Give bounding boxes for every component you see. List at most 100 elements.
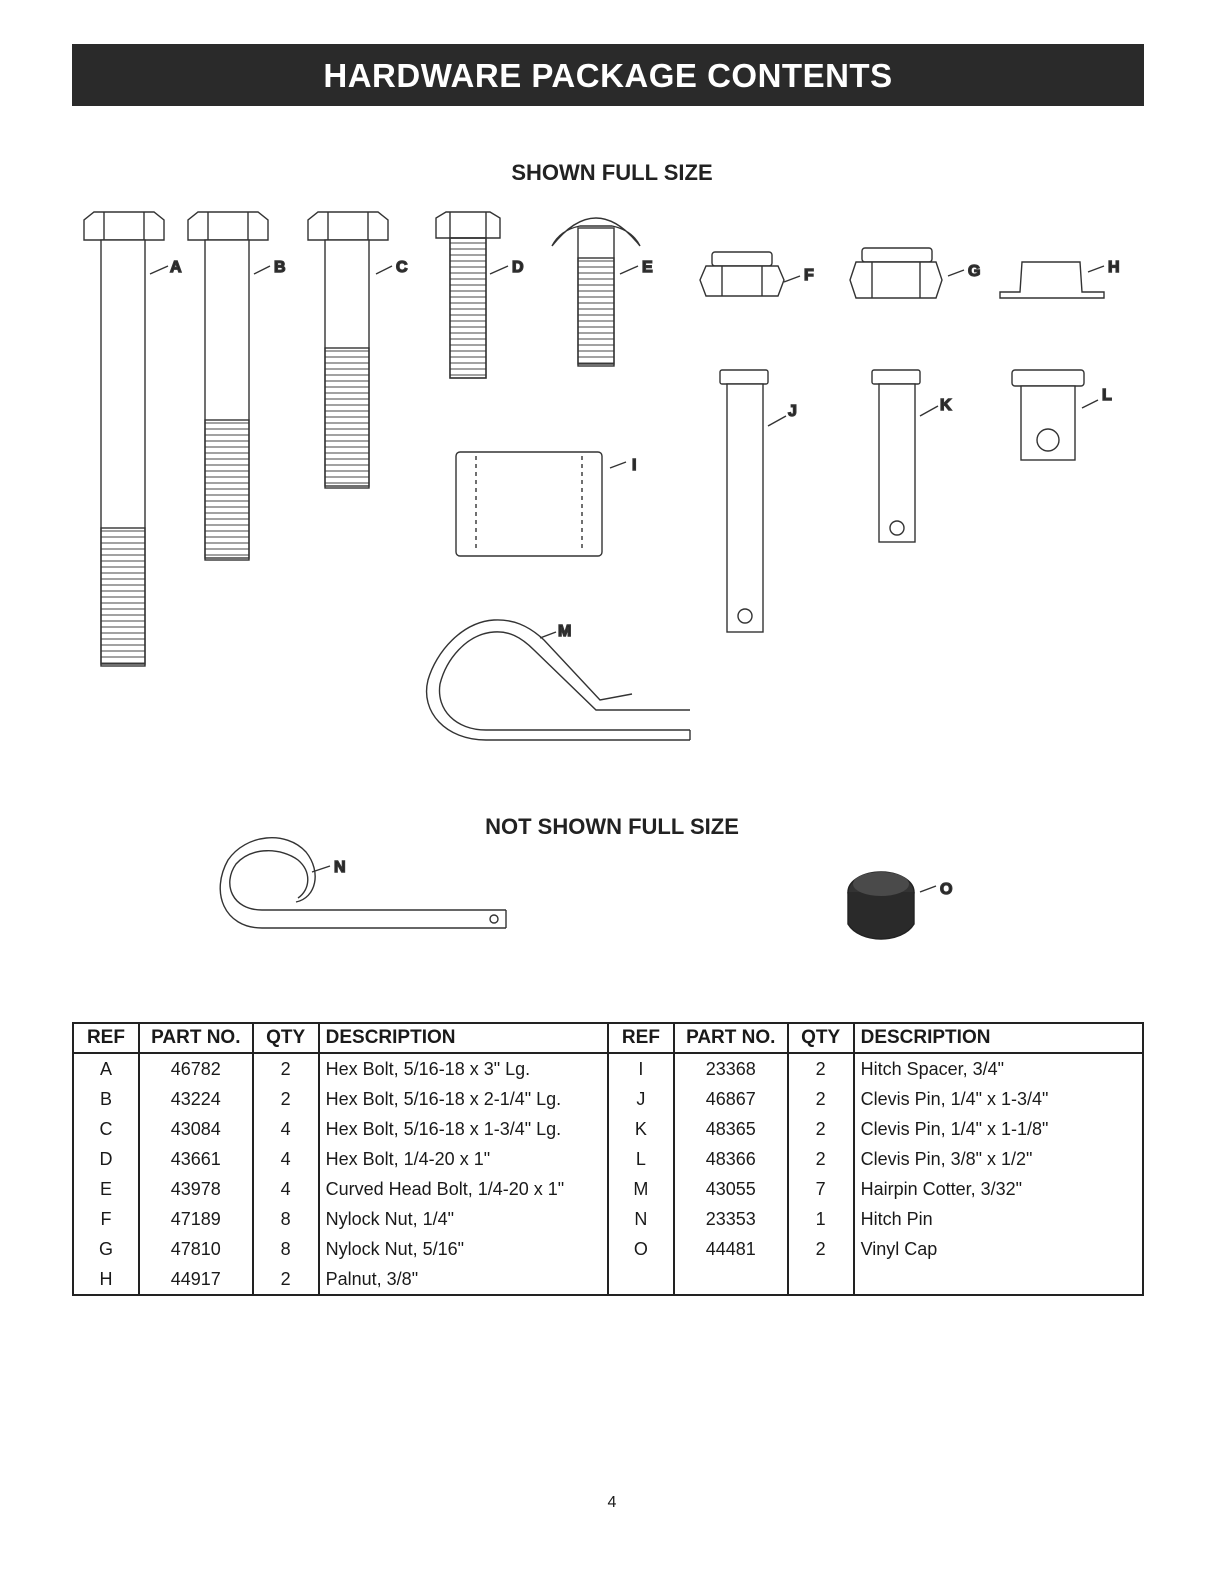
nylock-nut-f-drawing bbox=[699, 251, 801, 297]
part-no-cell: 23368 bbox=[672, 1053, 789, 1084]
ref-cell: N bbox=[606, 1204, 675, 1234]
clevis-pin-l-drawing bbox=[1011, 369, 1099, 461]
hex-bolt-d-drawing bbox=[435, 211, 509, 379]
table-row: G 47810 8 Nylock Nut, 5/16" O 44481 2 Vi… bbox=[72, 1234, 1145, 1264]
ref-cell: L bbox=[606, 1144, 675, 1174]
qty-cell bbox=[786, 1264, 855, 1295]
qty-cell: 2 bbox=[786, 1144, 855, 1174]
description-cell: Hitch Pin bbox=[852, 1204, 1145, 1234]
clevis-pin-j-drawing bbox=[719, 369, 787, 633]
table-row: F 47189 8 Nylock Nut, 1/4" N 23353 1 Hit… bbox=[72, 1204, 1145, 1234]
header-qty: QTY bbox=[251, 1022, 320, 1054]
description-cell: Nylock Nut, 1/4" bbox=[317, 1204, 609, 1234]
table-row: C 43084 4 Hex Bolt, 5/16-18 x 1-3/4" Lg.… bbox=[72, 1114, 1145, 1144]
callout-k: K bbox=[940, 397, 952, 414]
qty-cell: 7 bbox=[786, 1174, 855, 1204]
ref-cell: H bbox=[72, 1264, 140, 1295]
description-cell: Clevis Pin, 1/4" x 1-1/8" bbox=[852, 1114, 1145, 1144]
description-cell: Hitch Spacer, 3/4" bbox=[852, 1053, 1145, 1084]
header-qty: QTY bbox=[786, 1022, 855, 1054]
qty-cell: 8 bbox=[251, 1234, 320, 1264]
description-cell: Hex Bolt, 1/4-20 x 1" bbox=[317, 1144, 609, 1174]
callout-h: H bbox=[1108, 259, 1120, 276]
ref-cell: D bbox=[72, 1144, 140, 1174]
table-header-row: REF PART NO. QTY DESCRIPTION REF PART NO… bbox=[72, 1022, 1145, 1054]
qty-cell: 4 bbox=[251, 1174, 320, 1204]
hex-bolt-c-drawing bbox=[307, 211, 393, 489]
part-no-cell: 47189 bbox=[137, 1204, 254, 1234]
description-cell: Clevis Pin, 1/4" x 1-3/4" bbox=[852, 1084, 1145, 1114]
hitch-spacer-i-drawing bbox=[455, 451, 627, 557]
description-cell: Hex Bolt, 5/16-18 x 1-3/4" Lg. bbox=[317, 1114, 609, 1144]
part-no-cell: 46782 bbox=[137, 1053, 254, 1084]
callout-j: J bbox=[788, 403, 797, 420]
table-row: H 44917 2 Palnut, 3/8" bbox=[72, 1264, 1145, 1295]
description-cell: Hex Bolt, 5/16-18 x 3" Lg. bbox=[317, 1053, 609, 1084]
ref-cell: K bbox=[606, 1114, 675, 1144]
table-row: A 46782 2 Hex Bolt, 5/16-18 x 3" Lg. I 2… bbox=[72, 1053, 1145, 1084]
description-cell: Hex Bolt, 5/16-18 x 2-1/4" Lg. bbox=[317, 1084, 609, 1114]
callout-b: B bbox=[274, 259, 286, 276]
description-cell: Hairpin Cotter, 3/32" bbox=[852, 1174, 1145, 1204]
not-shown-full-size-heading: NOT SHOWN FULL SIZE bbox=[485, 814, 739, 839]
vinyl-cap-o-drawing bbox=[847, 871, 937, 940]
page-title: HARDWARE PACKAGE CONTENTS bbox=[72, 44, 1144, 106]
ref-cell: O bbox=[606, 1234, 675, 1264]
part-no-cell: 47810 bbox=[137, 1234, 254, 1264]
part-no-cell bbox=[672, 1264, 789, 1295]
callout-o: O bbox=[940, 881, 952, 898]
palnut-h-drawing bbox=[999, 261, 1105, 299]
part-no-cell: 46867 bbox=[672, 1084, 789, 1114]
part-no-cell: 48365 bbox=[672, 1114, 789, 1144]
description-cell: Clevis Pin, 3/8" x 1/2" bbox=[852, 1144, 1145, 1174]
ref-cell: A bbox=[72, 1053, 140, 1084]
part-no-cell: 44481 bbox=[672, 1234, 789, 1264]
page-number: 4 bbox=[607, 1494, 617, 1511]
qty-cell: 8 bbox=[251, 1204, 320, 1234]
callout-m: M bbox=[558, 623, 571, 640]
callout-n: N bbox=[334, 859, 346, 876]
shown-full-size-heading: SHOWN FULL SIZE bbox=[511, 160, 713, 185]
hex-bolt-b-drawing bbox=[187, 211, 271, 561]
ref-cell: M bbox=[606, 1174, 675, 1204]
callout-a: A bbox=[170, 259, 182, 276]
ref-cell: E bbox=[72, 1174, 140, 1204]
callout-l: L bbox=[1102, 387, 1112, 404]
part-no-cell: 43224 bbox=[137, 1084, 254, 1114]
ref-cell: G bbox=[72, 1234, 140, 1264]
part-no-cell: 43084 bbox=[137, 1114, 254, 1144]
callout-f: F bbox=[804, 267, 814, 284]
qty-cell: 1 bbox=[786, 1204, 855, 1234]
qty-cell: 2 bbox=[786, 1114, 855, 1144]
description-cell: Vinyl Cap bbox=[852, 1234, 1145, 1264]
hex-bolt-a-drawing bbox=[83, 211, 169, 667]
header-part-no: PART NO. bbox=[137, 1022, 254, 1054]
description-cell: Nylock Nut, 5/16" bbox=[317, 1234, 609, 1264]
ref-cell: C bbox=[72, 1114, 140, 1144]
part-no-cell: 43978 bbox=[137, 1174, 254, 1204]
qty-cell: 4 bbox=[251, 1144, 320, 1174]
hardware-illustrations: A B C D bbox=[83, 211, 1120, 940]
table-row: D 43661 4 Hex Bolt, 1/4-20 x 1" L 48366 … bbox=[72, 1144, 1145, 1174]
qty-cell: 2 bbox=[786, 1053, 855, 1084]
header-description: DESCRIPTION bbox=[317, 1022, 609, 1054]
header-ref: REF bbox=[72, 1022, 140, 1054]
nylock-nut-g-drawing bbox=[849, 247, 965, 299]
qty-cell: 2 bbox=[251, 1053, 320, 1084]
curved-head-bolt-e-drawing bbox=[551, 217, 641, 367]
callout-i: I bbox=[632, 457, 636, 474]
qty-cell: 2 bbox=[786, 1084, 855, 1114]
qty-cell: 2 bbox=[251, 1084, 320, 1114]
description-cell: Curved Head Bolt, 1/4-20 x 1" bbox=[317, 1174, 609, 1204]
ref-cell: J bbox=[606, 1084, 675, 1114]
callout-d: D bbox=[512, 259, 524, 276]
part-no-cell: 43661 bbox=[137, 1144, 254, 1174]
part-no-cell: 43055 bbox=[672, 1174, 789, 1204]
ref-cell bbox=[606, 1264, 675, 1295]
qty-cell: 2 bbox=[251, 1264, 320, 1295]
part-no-cell: 23353 bbox=[672, 1204, 789, 1234]
qty-cell: 4 bbox=[251, 1114, 320, 1144]
description-cell: Palnut, 3/8" bbox=[317, 1264, 609, 1295]
callout-e: E bbox=[642, 259, 653, 276]
hitch-pin-n-drawing bbox=[219, 837, 507, 929]
